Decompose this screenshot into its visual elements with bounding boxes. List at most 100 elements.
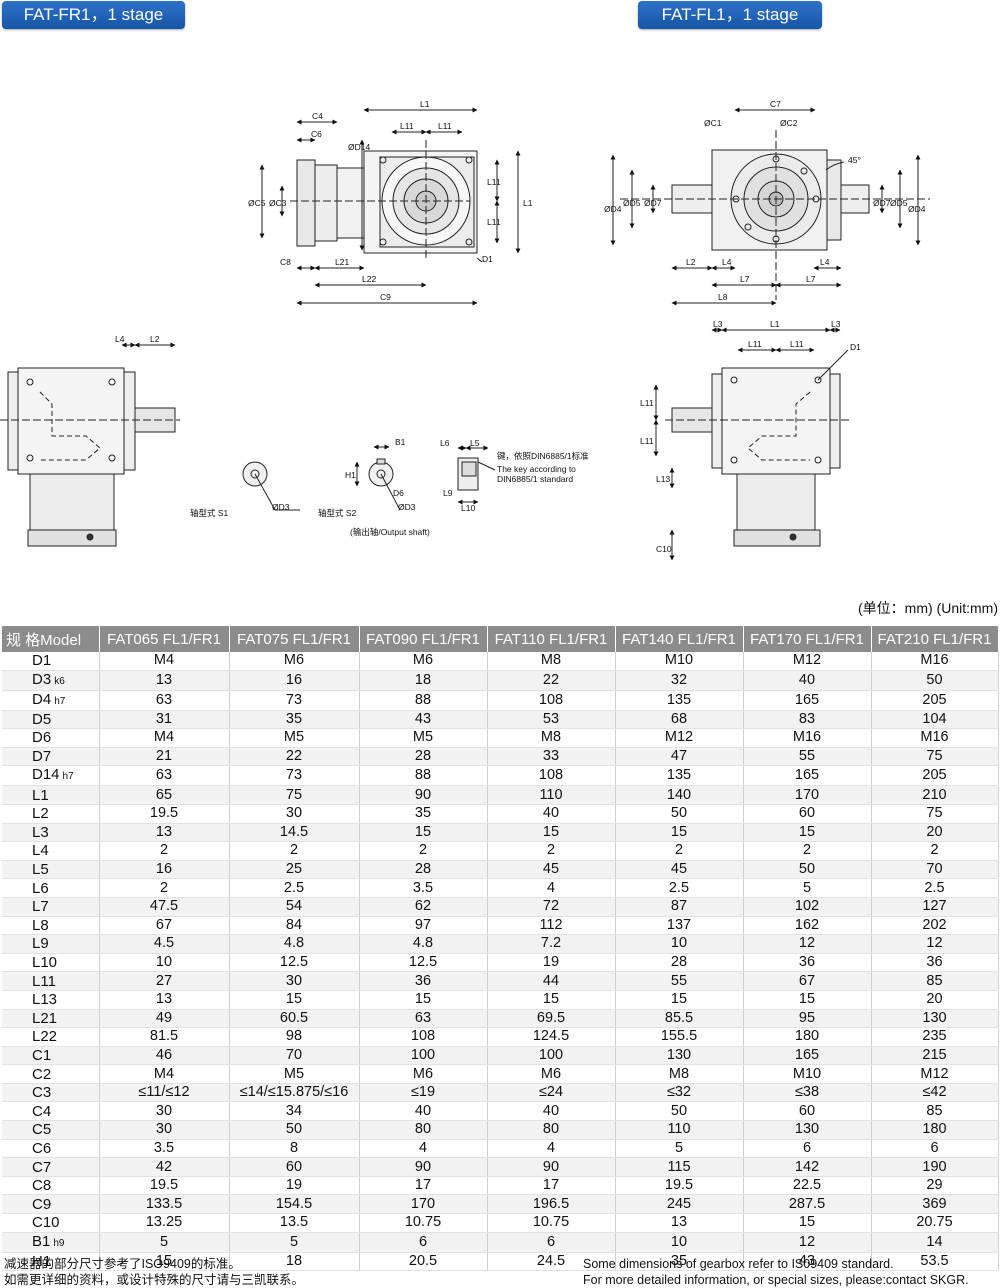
svg-text:ØD14: ØD14 (348, 142, 370, 152)
table-cell: 4.8 (229, 934, 360, 954)
row-label-text: C6 (32, 1139, 52, 1157)
table-cell: 190 (871, 1157, 999, 1177)
table-cell: 68 (615, 710, 744, 730)
header-fat075: FAT075 FL1/FR1 (229, 626, 360, 652)
svg-text:ØD7: ØD7 (873, 198, 891, 208)
table-cell: 83 (743, 710, 872, 730)
table-cell: M6 (359, 1064, 488, 1084)
svg-text:L8: L8 (718, 292, 728, 302)
svg-text:键，依照DIN6885/1标准: 键，依照DIN6885/1标准 (497, 451, 589, 461)
table-cell: 112 (487, 916, 616, 936)
row-label: H1 (2, 1252, 100, 1272)
table-cell: M6 (359, 652, 488, 671)
table-cell: 165 (743, 765, 872, 787)
table-cell: 5 (229, 1232, 360, 1253)
table-cell: 142 (743, 1157, 872, 1177)
header-model: 规 格Model (2, 626, 100, 652)
row-label-text: D5 (32, 710, 52, 728)
row-label: L6 (2, 878, 100, 898)
table-cell: 108 (487, 690, 616, 711)
svg-text:L1: L1 (420, 99, 430, 109)
table-cell: 54 (229, 897, 360, 917)
table-cell: 15 (615, 823, 744, 843)
table-cell: 245 (615, 1194, 744, 1215)
row-label: L21 (2, 1009, 100, 1029)
table-cell: 50 (615, 804, 744, 824)
table-cell: M16 (871, 728, 999, 748)
table-cell: 40 (359, 1101, 488, 1122)
table-cell: 22.5 (743, 1176, 872, 1196)
row-label-tolerance: h7 (54, 695, 66, 707)
table-cell: 15 (487, 990, 616, 1010)
table-cell: 28 (615, 953, 744, 973)
table-cell: 35 (615, 1252, 744, 1272)
table-cell: 6 (487, 1232, 616, 1253)
row-label: L7 (2, 897, 100, 917)
table-cell: 84 (229, 916, 360, 936)
svg-text:L4: L4 (820, 257, 830, 267)
table-cell: 8 (229, 1139, 360, 1159)
table-cell: 135 (615, 690, 744, 711)
svg-text:L13: L13 (656, 474, 670, 484)
fr1-front-labels: L4 L2 (115, 334, 160, 344)
footnote-en: Some dimensions of gearbox refer to IS09… (583, 1256, 969, 1288)
table-cell: 60 (229, 1157, 360, 1177)
table-cell: 13 (615, 1213, 744, 1233)
svg-text:L1: L1 (770, 319, 780, 329)
table-cell: 36 (743, 953, 872, 973)
table-cell: M4 (99, 652, 230, 671)
svg-text:L2: L2 (150, 334, 160, 344)
svg-text:L22: L22 (362, 274, 376, 284)
table-cell: 205 (871, 765, 999, 787)
svg-text:L3: L3 (713, 319, 723, 329)
table-cell: 53.5 (871, 1252, 999, 1272)
table-cell: 60.5 (229, 1009, 360, 1029)
table-cell: 133.5 (99, 1194, 230, 1215)
table-cell: 13 (99, 990, 230, 1010)
table-cell: 14.5 (229, 823, 360, 843)
table-cell: 4.8 (359, 934, 488, 954)
svg-text:L4: L4 (115, 334, 125, 344)
table-cell: 30 (99, 1120, 230, 1140)
row-label-text: C1 (32, 1046, 52, 1064)
table-cell: ≤11/≤12 (99, 1083, 230, 1103)
table-cell: ≤19 (359, 1083, 488, 1103)
svg-text:L11: L11 (487, 177, 501, 187)
svg-text:C8: C8 (280, 257, 291, 267)
header-fat110: FAT110 FL1/FR1 (487, 626, 616, 652)
table-cell: 21 (99, 747, 230, 767)
table-cell: 90 (487, 1157, 616, 1177)
svg-text:ØC2: ØC2 (780, 118, 798, 128)
svg-text:ØD7: ØD7 (644, 198, 662, 208)
table-cell: 19.5 (99, 804, 230, 824)
table-cell: 15 (359, 990, 488, 1010)
table-cell: 10.75 (487, 1213, 616, 1233)
svg-text:ØC3: ØC3 (269, 198, 287, 208)
table-cell: 50 (229, 1120, 360, 1140)
table-cell: 65 (99, 785, 230, 805)
table-cell: 16 (99, 860, 230, 880)
series-tag-fl1: FAT-FL1，1 stage (638, 1, 822, 29)
row-label-text: C7 (32, 1158, 52, 1176)
table-cell: 130 (871, 1009, 999, 1029)
table-cell: 13.25 (99, 1213, 230, 1233)
table-cell: 20.5 (359, 1252, 488, 1272)
table-cell: 14 (871, 1232, 999, 1253)
table-cell: ≤24 (487, 1083, 616, 1103)
row-label-text: L22 (32, 1028, 58, 1046)
row-label: C5 (2, 1120, 100, 1140)
fl1-top-labels: C7 ØC1 ØC2 45° ØD4 ØD5 ØD7 ØD7 ØD5 ØD4 L… (604, 99, 926, 302)
table-cell: 10 (615, 1232, 744, 1253)
row-label-text: D6 (32, 729, 52, 747)
table-cell: 154.5 (229, 1194, 360, 1215)
row-label-text: D1 (32, 652, 52, 670)
table-cell: 140 (615, 785, 744, 805)
table-cell: 40 (487, 1101, 616, 1122)
table-cell: 85.5 (615, 1009, 744, 1029)
row-label: D7 (2, 747, 100, 767)
row-label: C9 (2, 1194, 100, 1215)
